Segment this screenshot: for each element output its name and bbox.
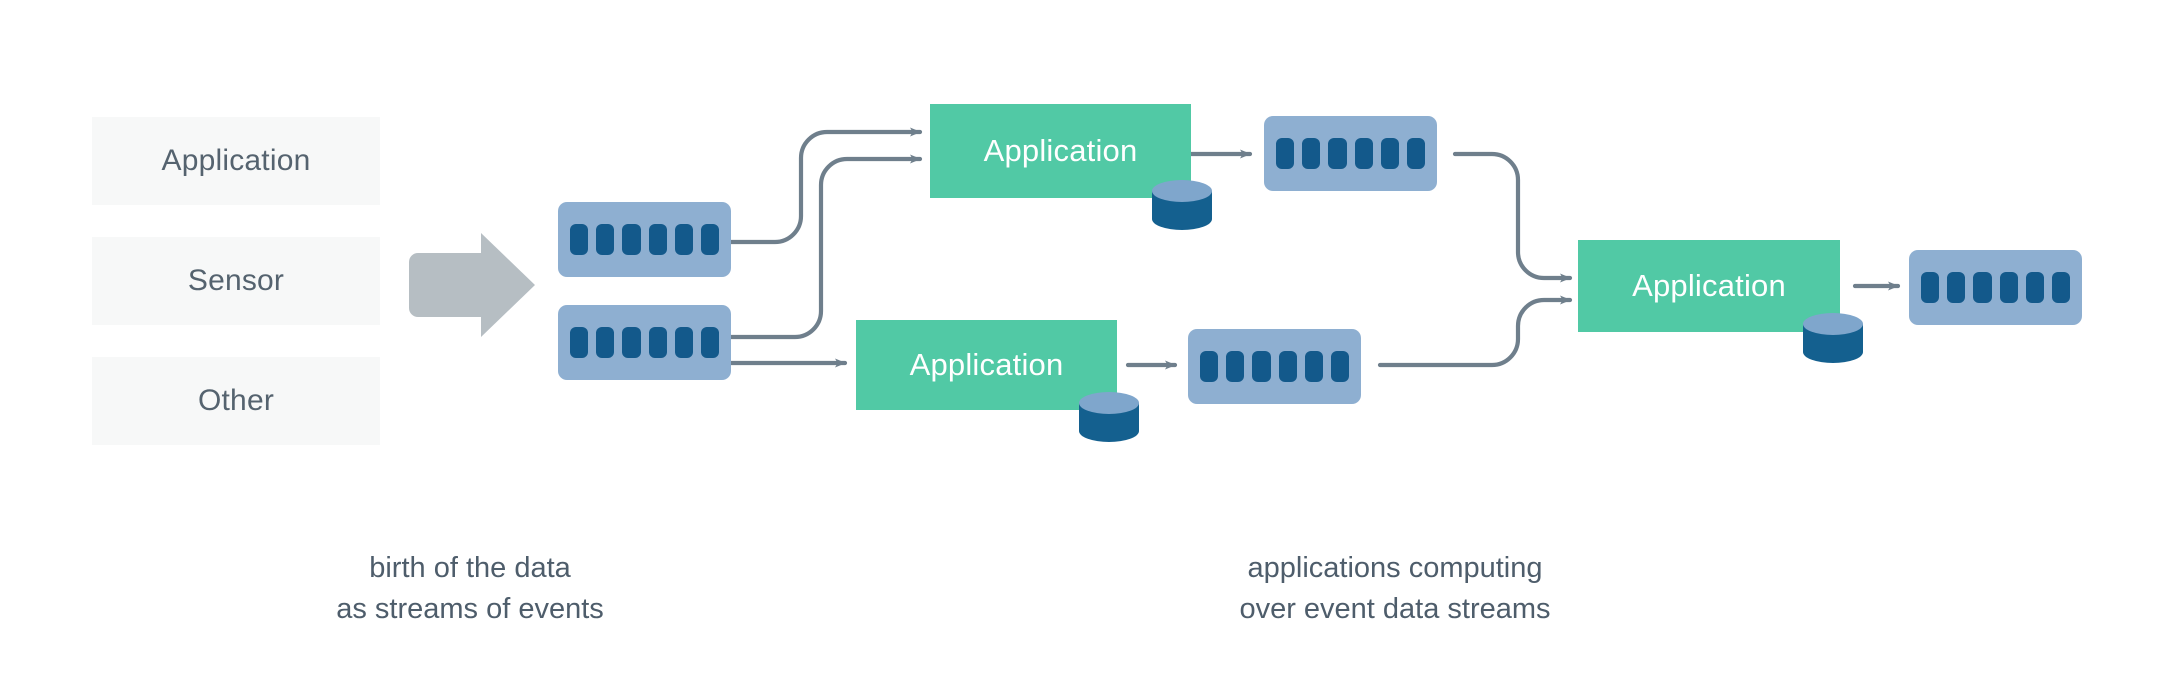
application-label: Application bbox=[909, 347, 1064, 382]
database-icon bbox=[1152, 180, 1212, 230]
db-top bbox=[1152, 180, 1212, 202]
stream-bar bbox=[2051, 272, 2071, 303]
stream-bar bbox=[570, 327, 589, 358]
stream-bar bbox=[700, 224, 720, 255]
stream-bar bbox=[1380, 138, 1399, 169]
stream-bar bbox=[622, 327, 641, 358]
db-top bbox=[1079, 392, 1139, 414]
database-icon bbox=[1803, 313, 1863, 363]
application-top[interactable]: Application bbox=[930, 104, 1191, 198]
stream-bar bbox=[1226, 351, 1245, 382]
stream-bar bbox=[1947, 272, 1966, 303]
stream-bar bbox=[596, 224, 615, 255]
caption-line-2: as streams of events bbox=[336, 593, 604, 626]
wire-stream3-to-app-right bbox=[1452, 151, 1573, 283]
stream-bar bbox=[1278, 351, 1297, 382]
stream-bar bbox=[674, 224, 693, 255]
stream-bar bbox=[1302, 138, 1321, 169]
stream-bar bbox=[570, 224, 589, 255]
app3-output-stream bbox=[1909, 250, 2082, 325]
stream-bar bbox=[1252, 351, 1271, 382]
stream-bar bbox=[1354, 138, 1373, 169]
stream-bar bbox=[1973, 272, 1992, 303]
source-stream-1 bbox=[558, 202, 731, 277]
wire-stream2-to-app-top bbox=[728, 154, 923, 340]
wire-stream1-to-app-top bbox=[728, 127, 923, 245]
app2-output-stream bbox=[1188, 329, 1361, 404]
stream-bar bbox=[1200, 351, 1219, 382]
source-box-application: Application bbox=[92, 117, 380, 205]
application-label: Application bbox=[1632, 268, 1786, 303]
db-top bbox=[1803, 313, 1863, 335]
stream-bar bbox=[622, 224, 641, 255]
ingest-arrow bbox=[409, 233, 535, 337]
database-icon bbox=[1079, 392, 1139, 442]
stream-bar bbox=[1328, 138, 1347, 169]
caption-line-2: over event data streams bbox=[1239, 593, 1551, 626]
app1-output-stream bbox=[1264, 116, 1437, 191]
application-bottom[interactable]: Application bbox=[856, 320, 1117, 410]
source-box-sensor: Sensor bbox=[92, 237, 380, 325]
stream-bar bbox=[648, 327, 667, 358]
source-box-other: Other bbox=[92, 357, 380, 445]
caption-line-1: applications computing bbox=[1247, 552, 1543, 584]
stream-bar bbox=[1999, 272, 2018, 303]
stream-bar bbox=[674, 327, 693, 358]
application-label: Application bbox=[983, 133, 1138, 168]
stream-bar bbox=[1406, 138, 1426, 169]
caption-line-1: birth of the data bbox=[369, 552, 571, 584]
stream-bar bbox=[648, 224, 667, 255]
stream-bar bbox=[2025, 272, 2044, 303]
source-label: Application bbox=[161, 144, 311, 177]
source-label: Sensor bbox=[187, 264, 285, 297]
source-label: Other bbox=[197, 384, 275, 417]
caption-right: applications computing over event data s… bbox=[1110, 548, 1680, 630]
stream-bar bbox=[700, 327, 720, 358]
wire-stream4-to-app-right bbox=[1377, 295, 1573, 368]
stream-bar bbox=[1304, 351, 1323, 382]
source-stream-2 bbox=[558, 305, 731, 380]
stream-bar bbox=[1276, 138, 1295, 169]
stream-bar bbox=[1330, 351, 1350, 382]
stream-bar bbox=[1921, 272, 1940, 303]
stream-bar bbox=[596, 327, 615, 358]
caption-left: birth of the data as streams of events bbox=[200, 548, 740, 630]
application-right[interactable]: Application bbox=[1578, 240, 1840, 332]
